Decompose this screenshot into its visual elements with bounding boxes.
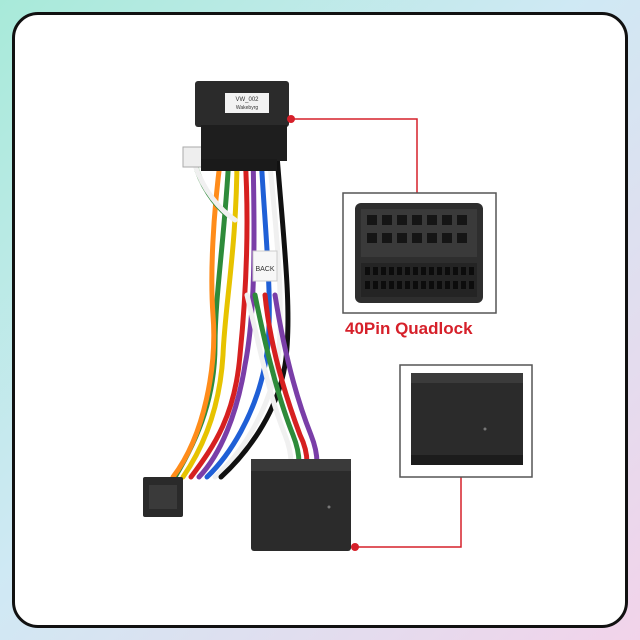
quadlock-connector-closeup: [342, 192, 497, 314]
wire-tag: [252, 250, 278, 282]
callout-marker-top: [287, 115, 295, 123]
top-module: [195, 81, 289, 171]
module-box-closeup: [399, 364, 533, 478]
wire-tag-label: BACK: [255, 266, 274, 273]
quadlock-caption: 40Pin Quadlock: [345, 319, 473, 338]
callout-marker-bottom: [351, 543, 359, 551]
product-card: BACK VW_002 Wakebyrg 40Pin Quadlock: [12, 12, 628, 628]
module-label-line2: Wakebyrg: [236, 105, 259, 111]
bottom-module-box: [251, 459, 351, 551]
wiring-harness-photo: BACK VW_002 Wakebyrg: [143, 81, 533, 551]
callout-lines: [291, 118, 462, 548]
module-label-line1: VW_002: [235, 97, 259, 103]
wire-bundle: [170, 152, 320, 480]
small-white-connector: [182, 146, 204, 168]
